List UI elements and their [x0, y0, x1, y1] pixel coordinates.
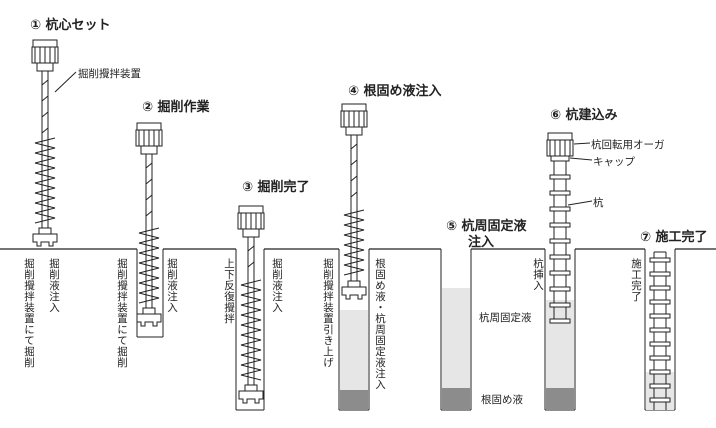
vlabel-s4-a: 掘削攪拌装置引き上げ — [322, 258, 334, 368]
auger-2-stripe-195 — [145, 194, 153, 201]
callout-auger-device: 掘削攪拌装置 — [78, 68, 141, 80]
callout-pile-auger: 杭回転用オーガ — [591, 139, 665, 151]
step-7-title: ⑦ 施工完了 — [640, 230, 708, 245]
pile-7-rib-398 — [649, 397, 671, 403]
fluid-label-peri: 杭周固定液 — [479, 312, 532, 324]
pile-7-rib-342 — [649, 341, 671, 347]
vlabel-s1-b: 掘削液注入 — [48, 258, 60, 313]
auger-4-stripe-160 — [350, 159, 358, 166]
step-2-title: ② 掘削作業 — [142, 100, 210, 115]
auger-1-flights — [34, 137, 56, 224]
auger-2-flights — [138, 227, 160, 304]
auger-2-stripe-163 — [145, 162, 153, 169]
pile-7-rib-258 — [649, 257, 671, 263]
pile-7-rib-272 — [649, 271, 671, 277]
auger-3-head-cap — [238, 205, 264, 214]
auger-4-head-cap — [341, 103, 367, 112]
pile-6-rib-319 — [549, 318, 571, 324]
pile-7-rib-384 — [649, 383, 671, 389]
pile-6-rib-287 — [549, 286, 571, 292]
pile-6-rib-175 — [549, 174, 571, 180]
pile-7-rib-286 — [649, 285, 671, 291]
auger-4-stripe-144 — [350, 143, 358, 150]
pile-6-rib-271 — [549, 270, 571, 276]
vlabel-s3-b: 掘削液注入 — [271, 258, 283, 313]
step-5-title-line2: 注入 — [468, 235, 495, 250]
auger-4-stripe-176 — [350, 175, 358, 182]
fluid-peri-6 — [546, 300, 574, 388]
pile-7-rib-356 — [649, 355, 671, 361]
leader-cap — [569, 157, 593, 161]
auger-2-head-cap — [136, 122, 162, 131]
vlabel-s2-b: 掘削液注入 — [166, 258, 178, 313]
auger-3-bit — [238, 390, 264, 404]
auger-1-head-cap — [32, 39, 58, 48]
leader-pile — [567, 200, 593, 206]
auger-4-stripe-192 — [350, 191, 358, 198]
vlabel-s1-a: 掘削攪拌装置にて掘削 — [23, 258, 35, 368]
step-4-title: ④ 根固め液注入 — [348, 84, 442, 99]
auger-1-stripe-80 — [41, 79, 49, 86]
vlabel-s7: 施工完了 — [630, 258, 642, 302]
callout-pile: 杭 — [593, 197, 604, 209]
auger-2-stripe-179 — [145, 178, 153, 185]
auger-4-coupler — [345, 126, 363, 136]
pile-auger-cap — [547, 132, 573, 141]
pile-6-rib-191 — [549, 190, 571, 196]
auger-2-bit-neck — [142, 307, 156, 315]
callout-cap: キャップ — [593, 156, 635, 168]
fluid-label-root: 根固め液 — [481, 394, 523, 406]
pile-7-rib-314 — [649, 313, 671, 319]
auger-3-stripe-262 — [247, 261, 255, 268]
fluid-peri-4 — [340, 310, 368, 390]
pile-7-rib-300 — [649, 299, 671, 305]
auger-1-stripe-128 — [41, 127, 49, 134]
vlabel-s4-b: 根固め液・杭周固定液注入 — [374, 258, 386, 390]
step-3-title: ③ 掘削完了 — [242, 180, 310, 195]
pile-6-rib-223 — [549, 222, 571, 228]
fluid-root-4 — [340, 390, 368, 410]
vlabel-s2-a: 掘削攪拌装置にて掘削 — [116, 258, 128, 368]
auger-3-stripe-246 — [247, 245, 255, 252]
leader-auger-device — [54, 71, 77, 93]
auger-1-stripe-112 — [41, 111, 49, 118]
auger-3-bit-neck — [244, 384, 258, 392]
pile-7-rib-328 — [649, 327, 671, 333]
pile-6-rib-239 — [549, 238, 571, 244]
auger-1-bit — [32, 233, 58, 247]
fluid-peri-7 — [646, 372, 674, 410]
pile-cap — [550, 155, 570, 162]
auger-2-coupler — [140, 145, 158, 155]
auger-1-stripe-96 — [41, 95, 49, 102]
step-1-title: ① 杭心セット — [30, 18, 111, 33]
pile-6-rib-303 — [549, 302, 571, 308]
fluid-peri-5 — [442, 288, 470, 388]
fluid-root-5 — [442, 388, 470, 410]
auger-2-stripe-211 — [145, 210, 153, 217]
pile-6-rib-207 — [549, 206, 571, 212]
auger-4-bit-neck — [347, 280, 361, 288]
auger-1-bit-neck — [38, 227, 52, 235]
pile-7-rib-370 — [649, 369, 671, 375]
pile-6-rib-255 — [549, 254, 571, 260]
auger-2-bit — [136, 313, 162, 327]
fluid-root-6 — [546, 388, 574, 410]
auger-1-coupler — [36, 62, 54, 72]
step-5-title: ⑤ 杭周固定液 — [446, 219, 527, 234]
auger-4-flights — [343, 209, 365, 276]
vlabel-s3-a: 上下反復攪拌 — [223, 258, 235, 324]
auger-3-coupler — [242, 228, 260, 238]
auger-4-bit — [341, 286, 367, 300]
vlabel-s6: 杭挿入 — [532, 258, 544, 291]
step-6-title: ⑥ 杭建込み — [550, 108, 618, 123]
auger-3-flights — [240, 279, 262, 381]
leader-pile-auger — [573, 142, 591, 145]
